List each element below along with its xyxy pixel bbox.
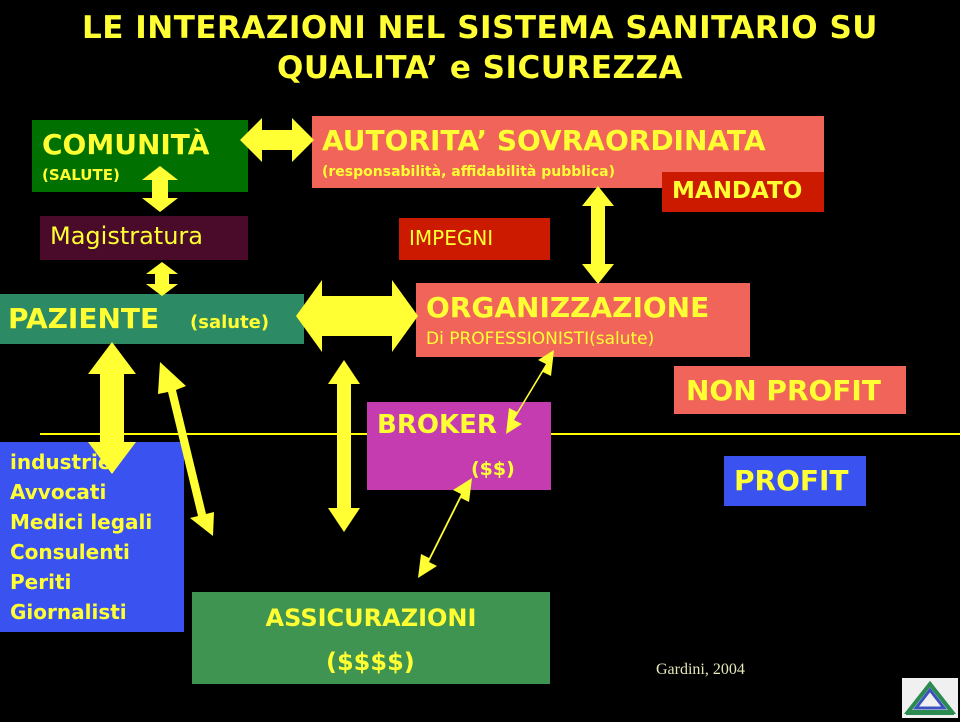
node-industrie-item: Periti [10,570,72,594]
node-autorita-sub: (responsabilità, affidabilità pubblica) [322,164,616,180]
node-industrie-item: Medici legali [10,510,153,534]
node-assicurazioni: ASSICURAZIONI ($$$$) [192,592,550,684]
slide-title-line1: LE INTERAZIONI NEL SISTEMA SANITARIO SU [82,10,878,46]
slide-title-line2: QUALITA’ e SICUREZZA [277,50,683,86]
arrow-comunita-magistratura [142,166,178,212]
node-broker: BROKER ($$) [367,402,551,490]
arrow-broker-assicurazioni [418,478,472,578]
node-assicurazioni-sub: ($$$$) [326,648,415,676]
node-industrie-item: Avvocati [10,480,107,504]
node-paziente-sub: (salute) [190,312,270,333]
node-organizzazione-sub: Di PROFESSIONISTI(salute) [426,329,655,349]
node-non-profit: NON PROFIT [674,366,906,414]
node-mandato: MANDATO [662,172,824,212]
node-impegni: IMPEGNI [399,218,550,260]
node-paziente-label: PAZIENTE [8,302,160,335]
node-industrie-item: Consulenti [10,540,130,564]
slide-title: LE INTERAZIONI NEL SISTEMA SANITARIO SU … [0,8,960,88]
arrow-organizzazione-broker [506,350,554,434]
node-organizzazione-label: ORGANIZZAZIONE [426,291,710,324]
arrow-guaio-assicurazioni [328,360,360,532]
node-industrie-list: industrie Avvocati Medici legali Consule… [0,442,184,632]
node-comunita-label: COMUNITÀ [42,128,210,161]
arrow-guaio [296,280,418,352]
node-impegni-label: IMPEGNI [409,226,494,250]
node-autorita: AUTORITA’ SOVRAORDINATA (responsabilità,… [312,116,824,188]
node-assicurazioni-label: ASSICURAZIONI [265,604,477,632]
arrow-autorita-organizzazione [582,186,614,284]
node-comunita-sub: (SALUTE) [42,166,120,184]
node-broker-sub: ($$) [471,458,515,480]
node-non-profit-label: NON PROFIT [686,374,881,407]
node-comunita: COMUNITÀ (SALUTE) [32,120,248,192]
node-magistratura-label: Magistratura [50,222,203,250]
node-industrie-item: Giornalisti [10,600,127,624]
node-guaio-label: GUAIO [320,306,382,326]
credit-text: Gardini, 2004 [656,661,745,678]
node-autorita-label: AUTORITA’ SOVRAORDINATA [322,124,766,157]
arrow-comunita-autorita [240,118,314,162]
node-paziente: PAZIENTE (salute) [0,294,304,344]
node-profit: PROFIT [724,456,866,506]
node-profit-label: PROFIT [734,464,849,497]
node-industrie-item: industrie [10,450,112,474]
node-organizzazione: ORGANIZZAZIONE Di PROFESSIONISTI(salute) [416,283,750,357]
node-mandato-label: MANDATO [672,178,803,204]
node-magistratura: Magistratura [40,216,248,260]
node-broker-label: BROKER [377,410,497,440]
arrow-magistratura-paziente [146,262,178,296]
logo-icon [902,678,958,718]
arrow-paziente-industrie [88,342,136,474]
arrow-paziente-assicurazioni [158,362,214,536]
